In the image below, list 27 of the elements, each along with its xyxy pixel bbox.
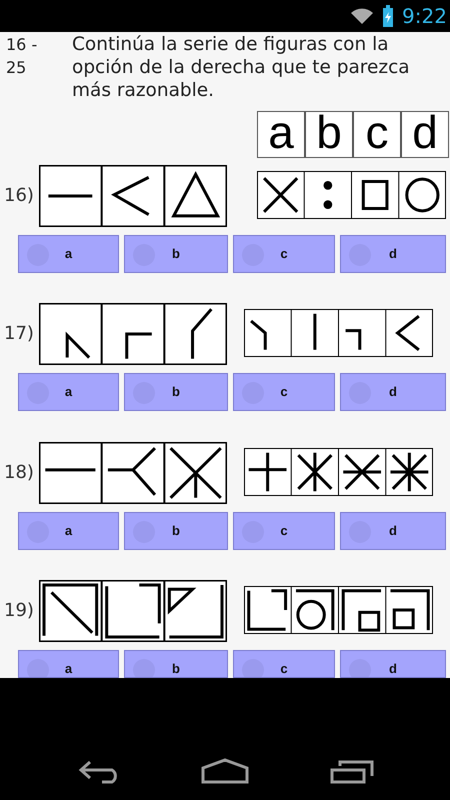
answer-button: c bbox=[233, 373, 335, 411]
question-number: 16) bbox=[4, 185, 34, 206]
instruction-text: Continúa la serie de figuras con la opción de la derecha que te parezca más razonable. bbox=[72, 33, 411, 102]
answer-button: b bbox=[124, 650, 228, 678]
time-text: 9:22 bbox=[402, 4, 447, 28]
answer-button: a bbox=[18, 235, 119, 273]
answer-button: d bbox=[340, 650, 446, 678]
answer-button: d bbox=[340, 235, 446, 273]
range-text: 16 - 25 bbox=[6, 34, 38, 79]
answer-button: c bbox=[233, 512, 335, 550]
question-number: 19) bbox=[4, 600, 34, 621]
answer-button: d bbox=[340, 373, 446, 411]
answer-button: a bbox=[18, 650, 119, 678]
option-letter: a bbox=[257, 111, 305, 158]
question-number: 17) bbox=[4, 323, 34, 344]
answer-button: b bbox=[124, 512, 228, 550]
option-letter: c bbox=[353, 111, 401, 158]
answer-button: b bbox=[124, 373, 228, 411]
answer-button: c bbox=[233, 235, 335, 273]
option-letter: d bbox=[401, 111, 449, 158]
answer-button: c bbox=[233, 650, 335, 678]
option-letter: b bbox=[305, 111, 353, 158]
question-number: 18) bbox=[4, 462, 34, 483]
answer-button: d bbox=[340, 512, 446, 550]
answer-button: b bbox=[124, 235, 228, 273]
answer-button: a bbox=[18, 512, 119, 550]
answer-button: a bbox=[18, 373, 119, 411]
